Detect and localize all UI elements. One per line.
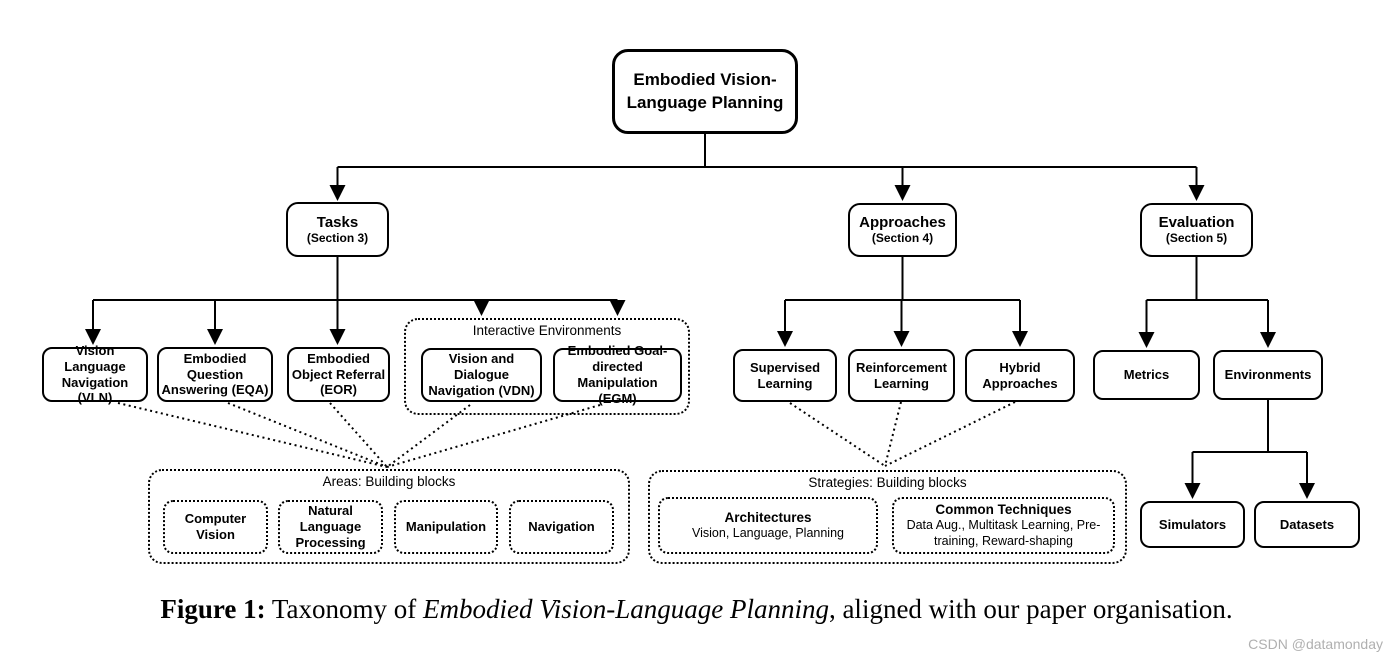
node-simulators: Simulators <box>1140 501 1245 548</box>
group-interactive-environments-label: Interactive Environments <box>472 323 622 338</box>
node-hybrid-label: Hybrid Approaches <box>982 359 1058 391</box>
node-datasets: Datasets <box>1254 501 1360 548</box>
group-areas-label: Areas: Building blocks <box>322 474 456 489</box>
node-nlp-label: Natural Language Processing <box>295 502 366 551</box>
node-metrics-label: Metrics <box>1123 367 1170 383</box>
node-supervised-label: Supervised Learning <box>749 359 821 391</box>
node-tasks-subtitle: (Section 3) <box>306 230 369 245</box>
node-architectures: Architectures Vision, Language, Planning <box>658 497 878 554</box>
node-navigation: Navigation <box>509 500 614 554</box>
node-eqa-label: Embodied Question Answering (EQA) <box>161 350 269 398</box>
node-eqa: Embodied Question Answering (EQA) <box>157 347 273 402</box>
group-areas-building-blocks: Areas: Building blocks <box>148 469 630 564</box>
node-manipulation-label: Manipulation <box>405 518 487 534</box>
node-supervised-learning: Supervised Learning <box>733 349 837 402</box>
group-interactive-environments: Interactive Environments <box>404 318 690 415</box>
figure-caption-text: Taxonomy of <box>265 594 423 624</box>
node-architectures-title: Architectures <box>724 509 812 525</box>
node-eor-label: Embodied Object Referral (EOR) <box>291 350 386 398</box>
dotted-supervised-strategies <box>789 402 886 467</box>
node-egm: Embodied Goal-directed Manipulation (EGM… <box>553 343 682 406</box>
node-environments: Environments <box>1213 350 1323 400</box>
node-approaches: Approaches (Section 4) <box>848 203 957 257</box>
node-evaluation: Evaluation (Section 5) <box>1140 203 1253 257</box>
node-navigation-label: Navigation <box>528 518 595 534</box>
node-eor: Embodied Object Referral (EOR) <box>287 347 390 402</box>
dotted-connectors <box>117 401 1016 468</box>
node-common-techniques: Common Techniques Data Aug., Multitask L… <box>892 497 1115 554</box>
node-tasks-title: Tasks <box>316 213 359 231</box>
node-common-techniques-title: Common Techniques <box>935 501 1072 517</box>
node-computer-vision-label: Computer Vision <box>184 510 247 542</box>
node-vln: Vision Language Navigation (VLN) <box>42 343 148 405</box>
node-datasets-label: Datasets <box>1279 516 1335 532</box>
figure-caption-suffix: , aligned with our paper organisation. <box>828 594 1233 624</box>
csdn-watermark: CSDN @datamonday <box>1248 636 1383 652</box>
node-computer-vision: Computer Vision <box>163 500 268 554</box>
node-evaluation-subtitle: (Section 5) <box>1165 231 1228 246</box>
node-root-label: Embodied Vision-Language Planning <box>626 70 784 112</box>
figure-caption: Figure 1: Taxonomy of Embodied Vision-La… <box>0 594 1393 625</box>
node-common-techniques-desc: Data Aug., Multitask Learning, Pre-train… <box>906 517 1101 548</box>
node-vdn: Vision and Dialogue Navigation (VDN) <box>421 348 542 402</box>
node-approaches-subtitle: (Section 4) <box>871 231 934 246</box>
node-reinforcement-learning: Reinforcement Learning <box>848 349 955 402</box>
dotted-eor-areas <box>329 402 388 468</box>
node-vln-label: Vision Language Navigation (VLN) <box>61 342 129 406</box>
node-tasks: Tasks (Section 3) <box>286 202 389 257</box>
node-simulators-label: Simulators <box>1158 516 1227 532</box>
node-environments-label: Environments <box>1224 367 1312 383</box>
node-architectures-desc: Vision, Language, Planning <box>692 525 844 540</box>
node-manipulation: Manipulation <box>394 500 498 554</box>
node-metrics: Metrics <box>1093 350 1200 400</box>
node-embodied-vision-language-planning: Embodied Vision-Language Planning <box>612 49 798 134</box>
dotted-hybrid-strategies <box>884 401 1016 467</box>
group-strategies-building-blocks: Strategies: Building blocks <box>648 470 1127 564</box>
dotted-vdn-areas <box>386 404 471 468</box>
dotted-eqa-areas <box>227 402 388 468</box>
node-natural-language-processing: Natural Language Processing <box>278 500 383 554</box>
figure-caption-prefix: Figure 1: <box>160 594 266 624</box>
node-reinforcement-label: Reinforcement Learning <box>855 359 948 391</box>
dotted-reinforcement-strategies <box>884 401 902 467</box>
node-evaluation-title: Evaluation <box>1158 214 1235 232</box>
node-vdn-label: Vision and Dialogue Navigation (VDN) <box>428 351 535 398</box>
node-hybrid-approaches: Hybrid Approaches <box>965 349 1075 402</box>
node-approaches-title: Approaches <box>859 214 946 232</box>
solid-connectors <box>85 134 1315 499</box>
figure-caption-italic: Embodied Vision-Language Planning <box>422 594 829 624</box>
dotted-egm-areas <box>386 404 601 468</box>
dotted-vln-areas <box>117 402 388 468</box>
group-strategies-label: Strategies: Building blocks <box>808 475 967 490</box>
node-egm-label: Embodied Goal-directed Manipulation (EGM… <box>567 343 668 406</box>
